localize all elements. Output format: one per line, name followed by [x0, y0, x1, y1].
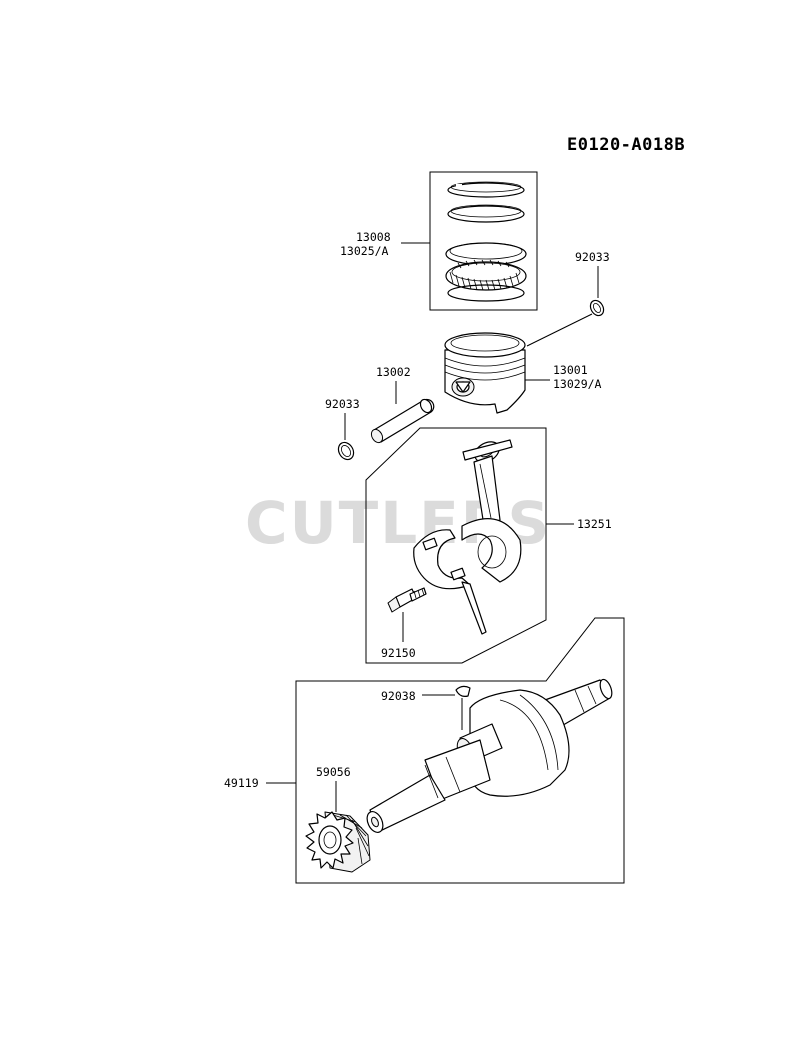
label-rings-1: 13008 — [356, 230, 391, 244]
rings-frame — [429, 171, 538, 311]
label-key: 92038 — [381, 689, 416, 703]
label-clip-right: 92033 — [575, 250, 610, 264]
diagram-code: E0120-A018B — [567, 135, 685, 155]
label-piston-1: 13001 — [553, 363, 588, 377]
label-clip-left: 92033 — [325, 397, 360, 411]
piston-pin-clip-left[interactable] — [335, 440, 356, 463]
crankshaft-frame — [295, 617, 625, 884]
label-pin: 13002 — [376, 365, 411, 379]
woodruff-key[interactable] — [455, 685, 471, 697]
label-bolt: 92150 — [381, 646, 416, 660]
crankshaft-group: 92038 49119 59056 — [224, 617, 625, 884]
piston-pin-clip-right[interactable] — [588, 298, 606, 318]
crankshaft-gear[interactable] — [305, 811, 371, 873]
label-rings-2: 13025/A — [340, 244, 389, 258]
label-conrod: 13251 — [577, 517, 612, 531]
piston-pin-group: 13002 — [369, 365, 435, 444]
crankshaft[interactable] — [364, 678, 614, 835]
piston-rings[interactable] — [445, 181, 527, 302]
clip-left-group: 92033 — [325, 397, 360, 463]
connecting-rod[interactable] — [413, 438, 522, 635]
piston-rings-group: 13008 13025/A — [340, 171, 538, 311]
conrod-bolt[interactable] — [387, 587, 427, 613]
piston-group: 13001 13029/A — [444, 332, 602, 414]
clip-right-group: 92033 — [526, 250, 610, 347]
piston-pin[interactable] — [369, 397, 435, 444]
label-piston-2: 13029/A — [553, 377, 602, 391]
piston[interactable] — [444, 332, 526, 414]
label-crankshaft: 49119 — [224, 776, 259, 790]
conrod-group: 13251 92150 — [365, 427, 612, 664]
label-gear: 59056 — [316, 765, 351, 779]
conrod-frame — [365, 427, 547, 664]
